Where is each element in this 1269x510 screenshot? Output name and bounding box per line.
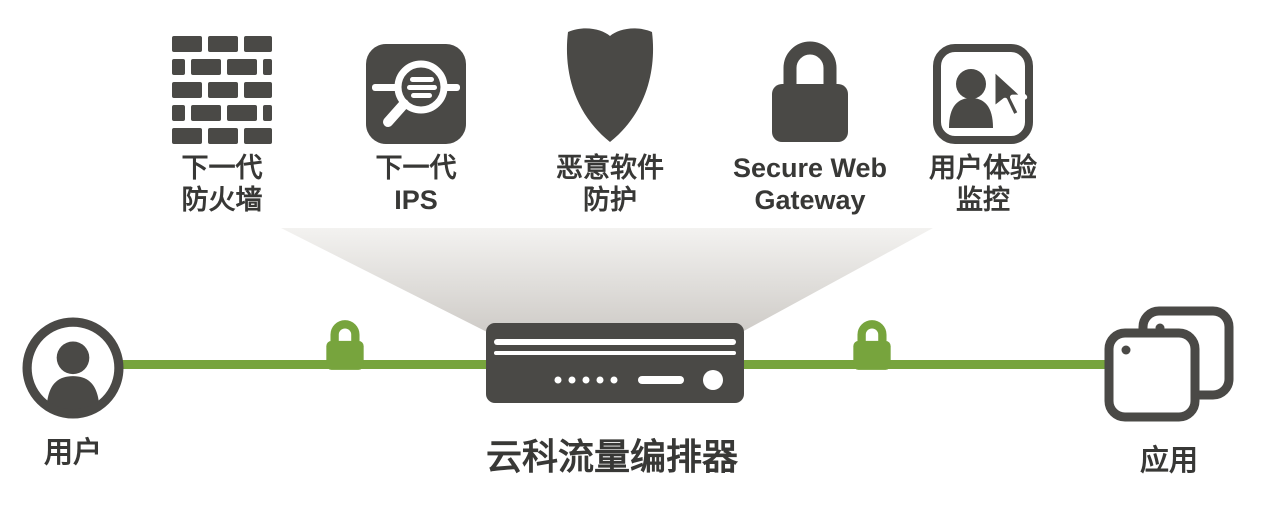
service-label-ips: 下一代 IPS bbox=[375, 153, 457, 215]
orchestrator-label: 云科流量编排器 bbox=[485, 436, 738, 477]
service-swg: Secure Web Gateway bbox=[700, 24, 920, 216]
ips-magnifier-icon bbox=[306, 24, 526, 144]
service-label-uem: 用户体验 监控 bbox=[929, 153, 1037, 215]
service-label-swg: Secure Web Gateway bbox=[732, 153, 888, 215]
service-label-malware: 恶意软件 防护 bbox=[556, 153, 664, 215]
application-windows-icon bbox=[1103, 306, 1235, 427]
application-label: 应用 bbox=[1139, 445, 1198, 477]
firewall-brick-icon bbox=[112, 24, 332, 144]
service-firewall: 下一代 防火墙 bbox=[112, 24, 332, 216]
user-icon bbox=[22, 317, 124, 424]
malware-shield-icon bbox=[500, 24, 720, 144]
traffic-orchestrator-appliance bbox=[486, 323, 744, 408]
service-uem: 用户体验 监控 bbox=[873, 24, 1093, 216]
secure-web-gateway-lock-icon bbox=[700, 24, 920, 144]
service-label-firewall: 下一代 防火墙 bbox=[181, 153, 263, 215]
funnel-shape bbox=[281, 228, 933, 332]
service-malware: 恶意软件 防护 bbox=[500, 24, 720, 216]
encryption-lock-right-icon bbox=[849, 316, 895, 377]
service-ips: 下一代 IPS bbox=[306, 24, 526, 216]
user-experience-monitor-icon bbox=[873, 24, 1093, 144]
encryption-lock-left-icon bbox=[322, 316, 368, 377]
user-label: 用户 bbox=[43, 437, 102, 469]
